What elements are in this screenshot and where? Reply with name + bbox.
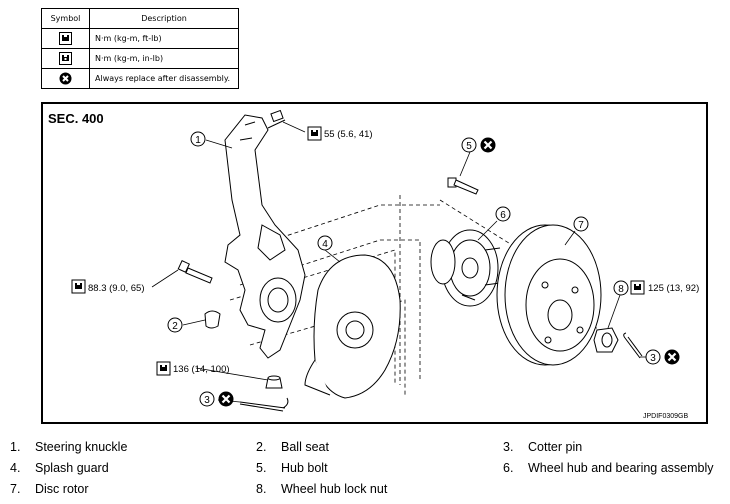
parts-list-item: 2. Ball seat: [256, 440, 329, 454]
callout-2-label: 2: [172, 321, 178, 332]
wheel-hub-bearing-drawing: [430, 229, 501, 307]
always-replace-icon: [59, 72, 72, 85]
callout-8-label: 8: [618, 284, 624, 295]
knuckle-lock-nut-drawing: [265, 375, 283, 389]
section-label: SEC. 400: [48, 111, 104, 126]
part-number: 8.: [256, 482, 267, 496]
callout-7-label: 7: [578, 220, 584, 231]
part-number: 6.: [503, 461, 514, 475]
legend-description: Always replace after disassembly.: [89, 68, 239, 89]
legend-symbol-cell: [41, 28, 90, 49]
callout-5: 5: [461, 136, 497, 154]
part-number: 4.: [10, 461, 21, 475]
figure-frame: [41, 102, 708, 424]
always-replace-icon: [663, 348, 681, 366]
always-replace-icon: [479, 136, 497, 154]
torque-value: 55 (5.6, 41): [324, 129, 373, 140]
callout-1: 1: [190, 131, 206, 147]
part-name: Ball seat: [281, 440, 329, 454]
torque-wrench-icon: [59, 32, 72, 45]
torque-spec-125: 125 (13, 92): [630, 280, 699, 295]
callout-7: 7: [573, 216, 589, 232]
callout-4-label: 4: [322, 239, 328, 250]
steering-knuckle-drawing: [224, 114, 306, 359]
always-replace-icon: [217, 390, 235, 408]
ball-seat-drawing: [204, 310, 221, 329]
parts-list-item: 5. Hub bolt: [256, 461, 328, 475]
callout-8: 8: [613, 280, 629, 296]
legend-row: Always replace after disassembly.: [41, 68, 239, 89]
part-number: 7.: [10, 482, 21, 496]
torque-spec-136: 136 (14, 100): [156, 361, 230, 376]
parts-list-item: 1. Steering knuckle: [10, 440, 127, 454]
hub-bolt-drawing: [447, 177, 479, 195]
parts-list-item: 7. Disc rotor: [10, 482, 88, 496]
parts-list-item: 4. Splash guard: [10, 461, 109, 475]
part-number: 1.: [10, 440, 21, 454]
knuckle-bolt-drawing: [177, 260, 213, 284]
part-name: Wheel hub lock nut: [281, 482, 388, 496]
parts-list-item: 8. Wheel hub lock nut: [256, 482, 387, 496]
upper-bolt-drawing: [270, 109, 284, 123]
torque-value: 88.3 (9.0, 65): [88, 283, 145, 294]
part-name: Splash guard: [35, 461, 109, 475]
torque-value: 125 (13, 92): [648, 283, 699, 294]
torque-spec-88: 88.3 (9.0, 65): [71, 279, 145, 294]
callout-3-right: 3: [645, 348, 681, 366]
part-name: Steering knuckle: [35, 440, 128, 454]
symbol-legend-table: Symbol Description N·m (kg-m, ft-lb) N·m…: [41, 8, 239, 89]
callout-5-label: 5: [466, 141, 472, 152]
cotter-pin-lower-drawing: [239, 397, 289, 412]
torque-wrench-icon: [71, 279, 86, 294]
leader-lines: [151, 121, 646, 403]
torque-wrench-small-icon: [59, 52, 72, 65]
figure-code: JPDIF0309GB: [643, 413, 688, 420]
callout-6-label: 6: [500, 210, 506, 221]
callout-1-label: 1: [195, 135, 201, 146]
legend-header-row: Symbol Description: [41, 8, 239, 29]
part-name: Hub bolt: [281, 461, 328, 475]
cotter-pin-right-drawing: [623, 332, 643, 359]
parts-list-item: 6. Wheel hub and bearing assembly: [503, 461, 714, 475]
part-number: 3.: [503, 440, 514, 454]
torque-wrench-icon: [630, 280, 645, 295]
part-name: Cotter pin: [528, 440, 583, 454]
part-number: 5.: [256, 461, 267, 475]
torque-value: 136 (14, 100): [173, 364, 230, 375]
torque-wrench-icon: [307, 126, 322, 141]
callout-6: 6: [495, 206, 511, 222]
part-number: 2.: [256, 440, 267, 454]
part-name: Disc rotor: [35, 482, 89, 496]
wheel-hub-lock-nut-drawing: [593, 327, 619, 353]
callout-3-label: 3: [204, 395, 210, 406]
torque-spec-55: 55 (5.6, 41): [307, 126, 373, 141]
callout-3-label: 3: [650, 353, 656, 364]
part-name: Wheel hub and bearing assembly: [528, 461, 714, 475]
splash-guard-drawing: [304, 254, 401, 399]
callout-2: 2: [167, 317, 183, 333]
disc-rotor-drawing: [496, 224, 602, 366]
parts-list-item: 3. Cotter pin: [503, 440, 582, 454]
legend-row: N·m (kg-m, ft-lb): [41, 28, 239, 49]
callout-3-lower: 3: [199, 390, 235, 408]
torque-wrench-icon: [156, 361, 171, 376]
callout-4: 4: [317, 235, 333, 251]
